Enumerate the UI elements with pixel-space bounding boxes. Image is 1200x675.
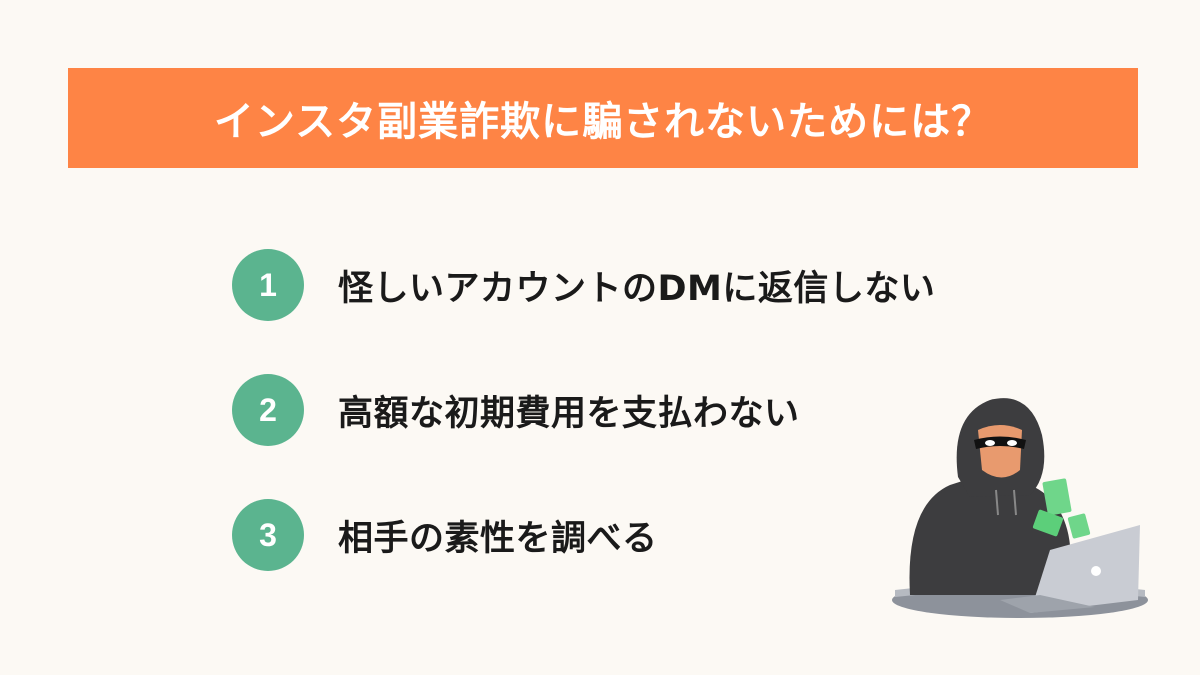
number-badge: 2 [232,374,304,446]
title-banner: インスタ副業詐欺に騙されないためには？ [68,68,1138,168]
hoodie-body [909,477,1075,595]
laptop-icon [1030,525,1140,613]
list-item: 1 怪しいアカウントのDMに返信しない [232,249,935,321]
item-text: 高額な初期費用を支払わない [338,393,800,434]
face [978,425,1022,478]
number-badge: 3 [232,499,304,571]
item-text: 相手の素性を調べる [338,518,658,559]
list-item: 3 相手の素性を調べる [232,499,658,571]
hacker-laptop-illustration [892,398,1148,618]
page-title: インスタ副業詐欺に騙されないためには？ [213,99,993,145]
money-icon [1042,478,1072,516]
list-item: 2 高額な初期費用を支払わない [232,374,800,446]
money-icon [1067,513,1091,539]
number-badge: 1 [232,249,304,321]
money-icon [1032,509,1064,537]
item-text: 怪しいアカウントのDMに返信しない [338,268,936,309]
